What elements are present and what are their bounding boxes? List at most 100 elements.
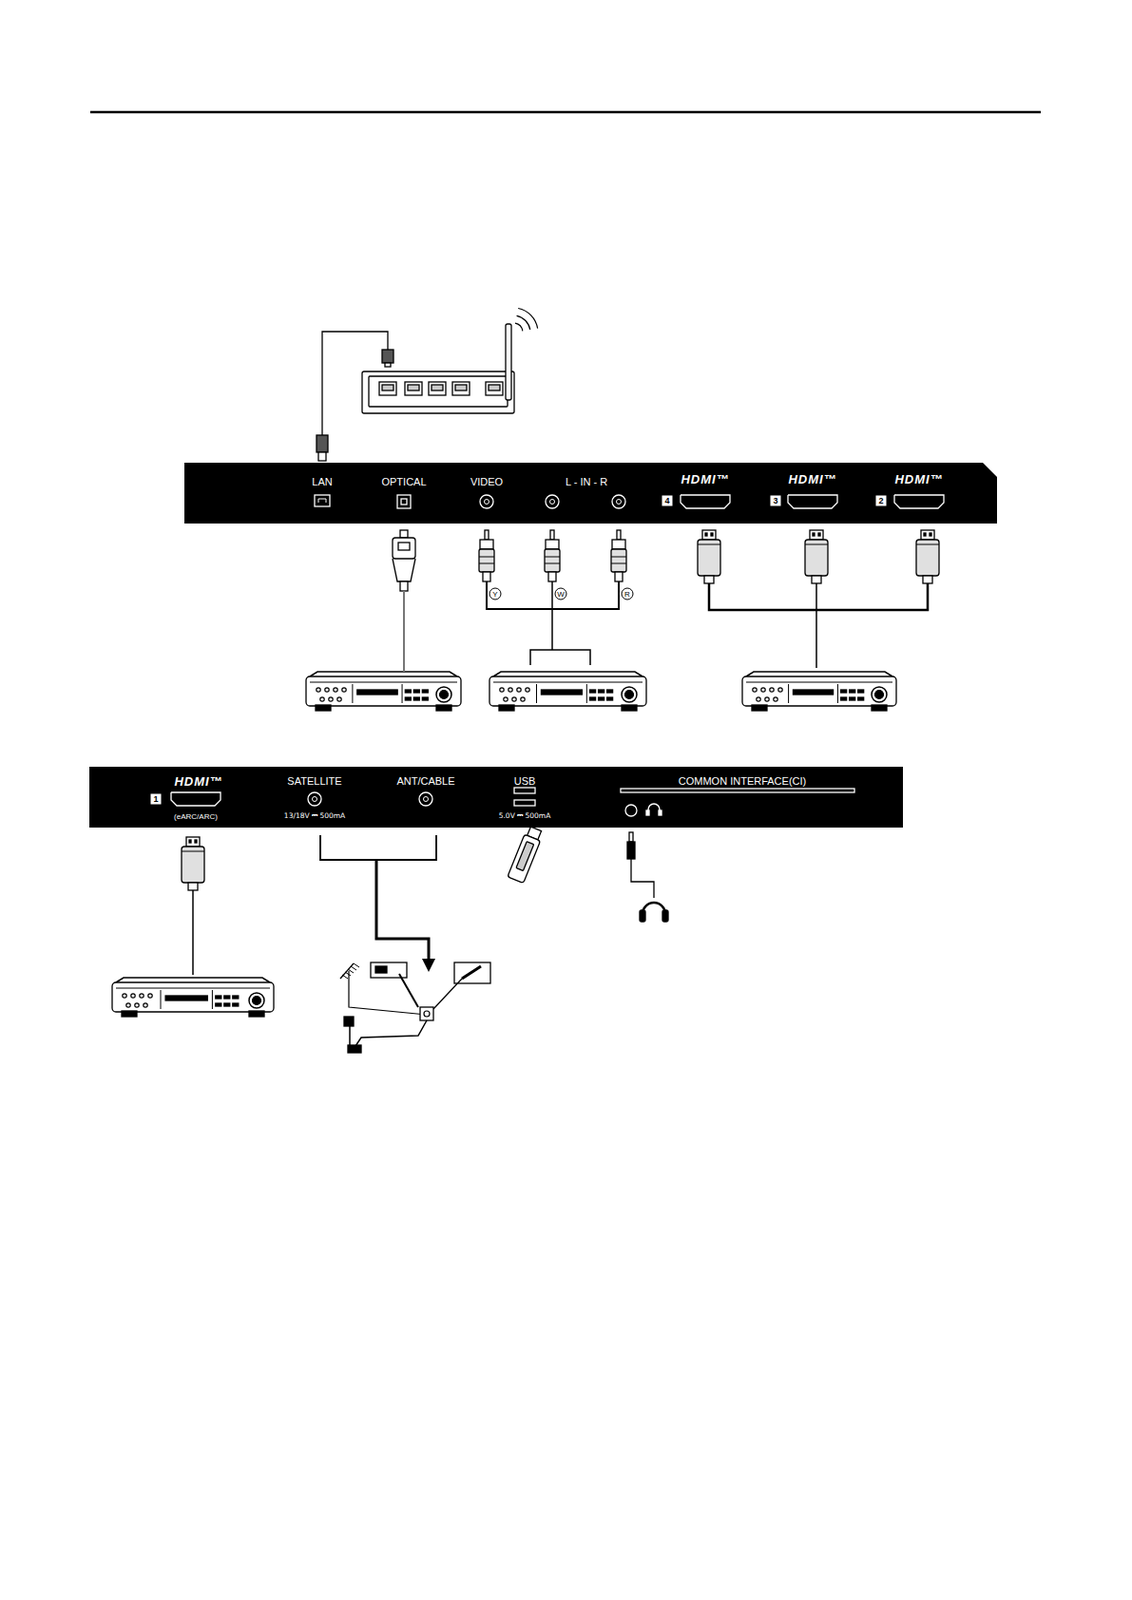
- player-button: [139, 994, 144, 998]
- media-player: [489, 671, 647, 711]
- router-antenna: [505, 324, 512, 401]
- splitter: [420, 1007, 434, 1021]
- player-key: [413, 697, 420, 701]
- wire-color-mark: Y: [489, 588, 502, 601]
- plug-ring: [612, 539, 626, 550]
- arrow-head: [422, 959, 436, 973]
- player-knob: [249, 993, 265, 1009]
- wire-color-mark: W: [555, 588, 568, 601]
- player-button: [761, 688, 766, 692]
- plug-window: [398, 542, 410, 551]
- player-foot: [315, 705, 331, 711]
- player-key: [841, 697, 847, 701]
- plug-ridge: [611, 556, 627, 558]
- media-player: [306, 671, 461, 711]
- player-key: [232, 1003, 239, 1007]
- lan-plug: [382, 349, 394, 364]
- usb-port: [514, 787, 536, 794]
- player-key: [849, 690, 856, 693]
- plug-tip: [920, 530, 935, 540]
- plug-pin: [194, 840, 197, 844]
- disc-slot: [357, 690, 398, 695]
- router-port: [452, 382, 470, 396]
- player-button: [508, 688, 513, 692]
- player-divider: [536, 684, 538, 704]
- player-button: [320, 697, 325, 702]
- player-key: [598, 697, 605, 701]
- player-button: [512, 697, 517, 702]
- port-number: 2: [875, 496, 886, 507]
- plug-body: [544, 549, 560, 573]
- aerial-rod: [350, 966, 357, 971]
- av-cable: [530, 650, 591, 666]
- plug-pin: [705, 533, 708, 537]
- router-port-socket: [431, 384, 443, 391]
- player-key: [858, 697, 864, 701]
- rca-plug: [611, 530, 627, 582]
- player-knob: [440, 690, 449, 700]
- player-button: [134, 1003, 139, 1008]
- plug-tip: [186, 837, 200, 847]
- player-button: [756, 697, 761, 702]
- splitter-socket: [423, 1011, 430, 1017]
- player-divider: [160, 990, 162, 1010]
- plug-ridge: [181, 851, 205, 853]
- disc-slot: [792, 690, 833, 695]
- jack-tip: [629, 832, 634, 843]
- hdmi-plug: [181, 837, 205, 891]
- rca-jack-pin: [616, 499, 622, 505]
- player-divider: [586, 684, 588, 704]
- player-body: [112, 982, 274, 1013]
- lan-plug-tip: [318, 452, 327, 461]
- plug-body: [392, 558, 416, 582]
- port-number: 4: [661, 496, 672, 507]
- rca-plug: [544, 530, 560, 582]
- plug-pin: [923, 533, 926, 537]
- player-button: [131, 994, 135, 998]
- hdmi-cable: [191, 890, 194, 976]
- plug-ridge: [697, 544, 721, 546]
- aerial: [340, 963, 354, 979]
- router-port: [485, 382, 503, 396]
- optical-port-window: [401, 498, 407, 505]
- usb-port: [514, 800, 536, 806]
- player-button: [328, 697, 333, 702]
- port-number: 1: [150, 794, 161, 806]
- player-knob: [252, 997, 262, 1006]
- panel-outline: [184, 462, 998, 524]
- player-knob: [625, 690, 634, 700]
- port-name: VIDEO: [470, 477, 503, 488]
- panel-shape: [184, 462, 998, 524]
- port-name: USB: [514, 776, 537, 787]
- coax-cable: [353, 1020, 427, 1050]
- antenna-sketch: [340, 962, 491, 1054]
- usb-stick: [507, 825, 544, 884]
- adapter-cable: [399, 974, 419, 1008]
- port-name: OPTICAL: [381, 477, 426, 488]
- adapter-box: [370, 962, 407, 979]
- coax-socket-pin: [312, 797, 318, 803]
- player-edge: [115, 988, 270, 990]
- port-name: LAN: [311, 477, 332, 488]
- player-button: [517, 688, 521, 692]
- hdmi-logo: HDMI™: [787, 473, 837, 486]
- hdmi-plug: [916, 530, 940, 584]
- player-button: [122, 994, 127, 998]
- power-rating: 13/18V ⎓ 500mA: [284, 812, 346, 821]
- player-lid: [746, 671, 893, 677]
- adapter-plug: [375, 966, 387, 974]
- rca-jack: [545, 495, 559, 509]
- player-edge: [746, 682, 893, 684]
- rca-jack: [612, 495, 626, 509]
- player-button: [499, 688, 504, 692]
- player-key: [841, 690, 847, 693]
- strain-relief: [482, 572, 491, 582]
- player-divider: [402, 684, 403, 704]
- plug-ring: [479, 539, 494, 550]
- usb-label: [516, 842, 535, 872]
- player-key: [422, 697, 428, 701]
- player-button: [752, 688, 757, 692]
- headphone-cable: [631, 859, 654, 899]
- plug-ridge: [544, 563, 560, 565]
- player-key: [590, 690, 596, 693]
